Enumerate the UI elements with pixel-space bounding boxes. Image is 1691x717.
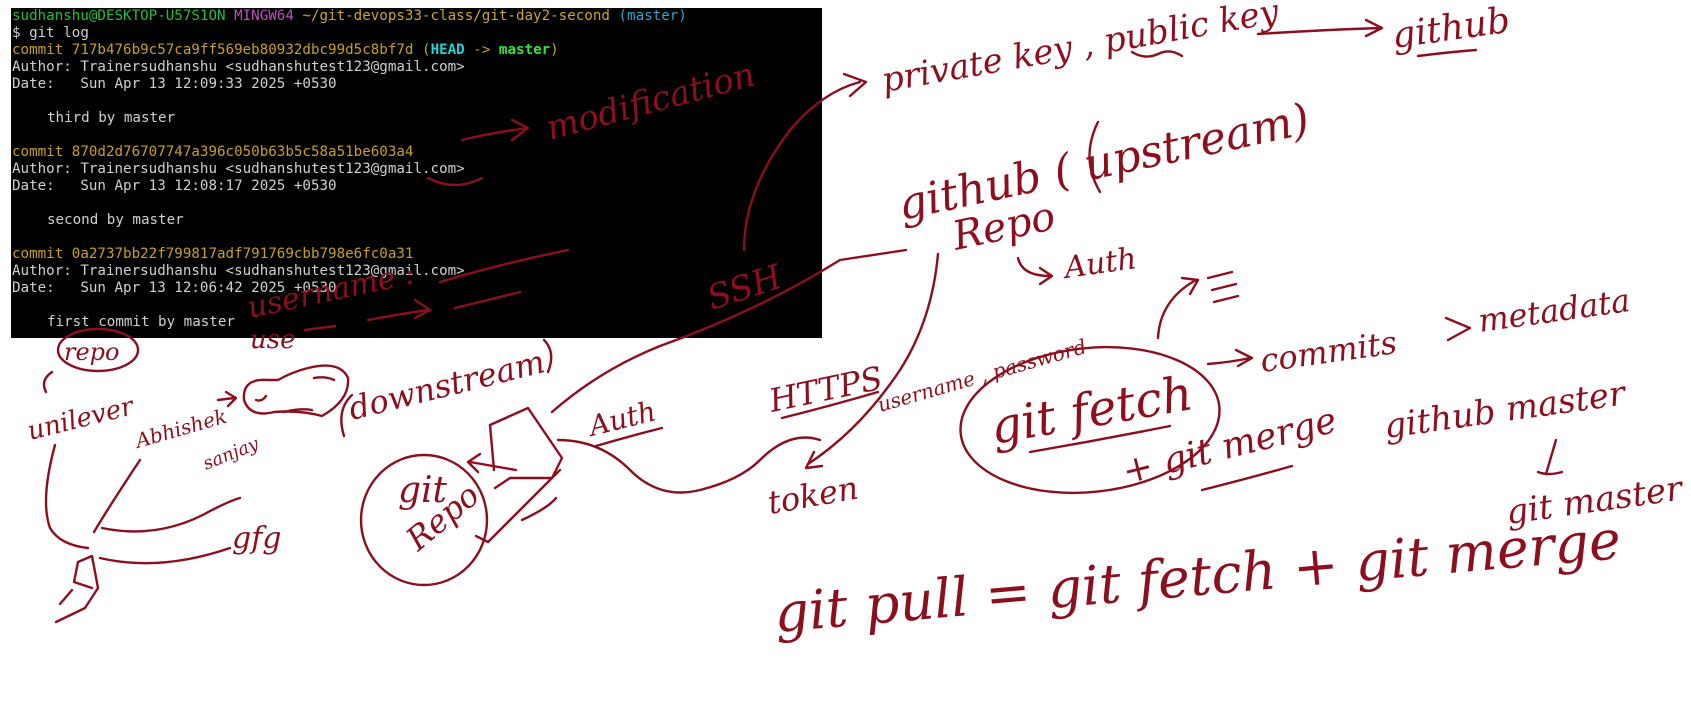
local-box [54, 554, 100, 624]
note-downstream: downstream [345, 342, 549, 427]
note-github-master: github master [1382, 373, 1630, 447]
note-private-public-key: private key , public key [879, 0, 1283, 101]
commit-hash: commit 717b476b9c57ca9ff569eb80932dbc99d… [12, 42, 414, 58]
auth-arrow [1016, 256, 1054, 286]
metadata-arrow [1444, 316, 1472, 342]
note-token: token [765, 469, 861, 522]
heart-shape [242, 364, 350, 418]
commit-author: Author: Trainersudhanshu <sudhanshutest1… [12, 263, 465, 279]
commit-author: Author: Trainersudhanshu <sudhanshutest1… [12, 59, 465, 75]
key-squiggle [1130, 50, 1184, 58]
doc-sheet [474, 406, 564, 544]
note-auth-arrow: Auth [1059, 241, 1139, 286]
note-use: use [250, 325, 295, 355]
note-repo: repo [64, 338, 120, 366]
terminal-command: $ git log [12, 25, 89, 41]
gfg-curve [98, 546, 232, 565]
note-unilever: unilever [24, 391, 138, 447]
password-lines [1206, 270, 1240, 304]
arrow-to-modification [460, 118, 530, 142]
prompt-user-host: sudhanshu@DESKTOP-U57S1ON [12, 8, 226, 24]
note-abhishek: Abhishek [131, 404, 230, 453]
auth-underline [594, 426, 664, 448]
arrow-to-github-top [1256, 18, 1384, 38]
head-ref: HEAD [430, 42, 465, 58]
fetch-to-commits-arrow [1206, 348, 1254, 368]
fetch-underline [1028, 424, 1172, 454]
prompt-system: MINGW64 [234, 8, 294, 24]
note-auth-low: Auth [583, 394, 659, 443]
commit-message: third by master [47, 110, 176, 126]
doc-flap [520, 496, 558, 522]
commit-date: Date: Sun Apr 13 12:09:33 2025 +0530 [12, 76, 337, 92]
commit-hash-line: commit 0a2737bb22f799817adf791769cbb798e… [12, 246, 414, 262]
git-fetch-oval [959, 345, 1221, 495]
commit-message: first commit by master [47, 314, 235, 330]
https-wavy-link [556, 436, 822, 494]
note-modification: modification [542, 55, 759, 149]
heart-inner [254, 376, 336, 414]
abhishek-arrow [216, 390, 238, 408]
prompt-path: ~/git-devops33-class/git-day2-second [302, 8, 610, 24]
repo-big-arrow [804, 252, 940, 470]
underline-author [426, 176, 484, 187]
merge-underline [1200, 464, 1294, 492]
ref-arrow: -> [464, 42, 499, 58]
https-underline [780, 390, 880, 420]
note-github-upstream: github ( upstream) [894, 94, 1314, 231]
note-sanjay: sanjay [200, 433, 262, 475]
upstream-open-paren [1088, 120, 1102, 194]
github-top-underline [1416, 48, 1478, 58]
master-down-arrow [1536, 438, 1564, 476]
commit-author: Author: Trainersudhanshu <sudhanshutest1… [12, 161, 465, 177]
commit-date: Date: Sun Apr 13 12:06:42 2025 +0530 [12, 280, 337, 296]
username-scribble [438, 248, 570, 284]
note-git: git [398, 470, 448, 511]
repo-oval [56, 327, 140, 373]
password-arrow [1156, 276, 1200, 340]
prompt-branch: (master) [618, 8, 687, 24]
sanjay-curve [92, 458, 242, 534]
ssh-curve [742, 72, 868, 252]
commit-message: second by master [47, 212, 184, 228]
note-gfg: gfg [232, 521, 282, 556]
use-arrow [303, 290, 522, 332]
ref-close-paren: ) [550, 42, 559, 58]
note-git-pull-formula: git pull = git fetch + git merge [772, 508, 1624, 645]
downstream-bracket [340, 338, 553, 438]
note-github-top: github [1390, 0, 1513, 57]
commit-date: Date: Sun Apr 13 12:08:17 2025 +0530 [12, 178, 337, 194]
commit-hash-line: commit 717b476b9c57ca9ff569eb80932dbc99d… [11, 42, 822, 59]
unilever-curve [44, 443, 90, 550]
git-repo-circle [359, 453, 489, 587]
repo-to-github-line [550, 248, 908, 414]
note-ssh: SSH [702, 257, 788, 319]
git-bash-terminal: sudhanshu@DESKTOP-U57S1ON MINGW64 ~/git-… [11, 8, 822, 338]
note-metadata: metadata [1476, 281, 1633, 340]
note-commits: commits [1258, 323, 1399, 380]
ref-open-paren: ( [422, 42, 431, 58]
repo-hook [42, 370, 54, 394]
terminal-prompt: sudhanshu@DESKTOP-U57S1ON MINGW64 ~/git-… [11, 8, 822, 25]
commit-hash-line: commit 870d2d76707747a396c050b63b5c58a51… [12, 144, 414, 160]
master-ref: master [498, 42, 551, 58]
